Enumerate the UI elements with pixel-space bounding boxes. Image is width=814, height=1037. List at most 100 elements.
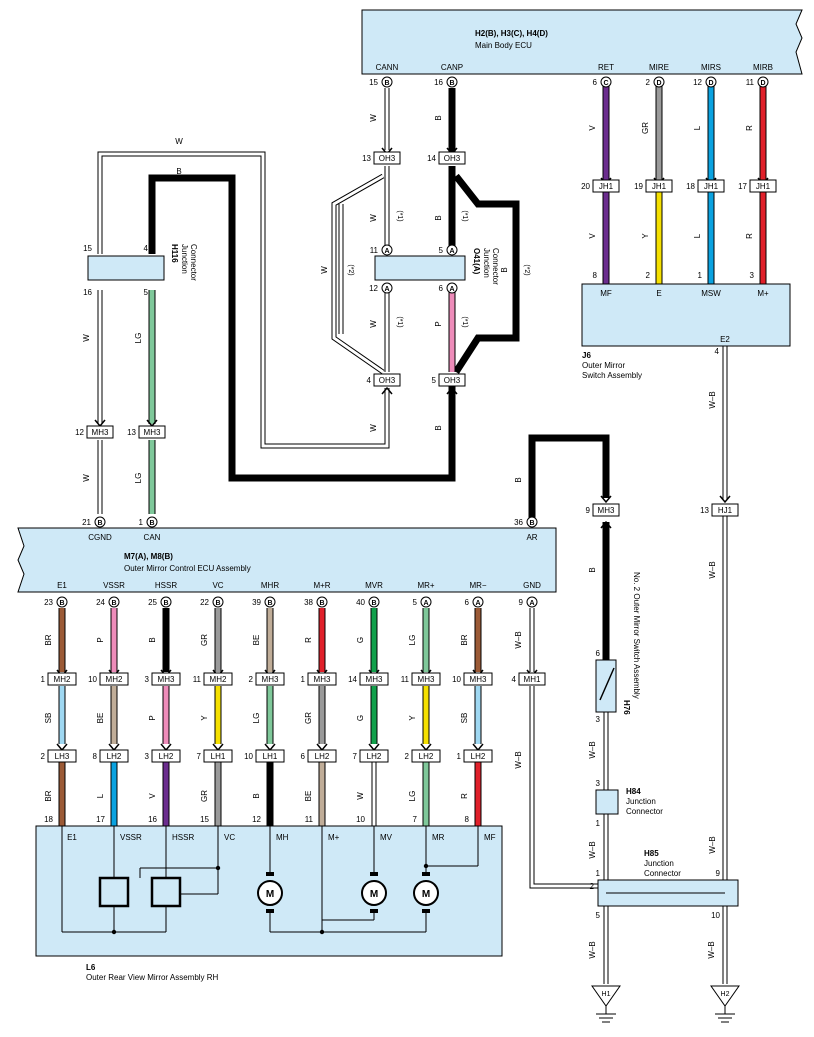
connector-name: MH2 bbox=[210, 675, 227, 684]
wire-color-label: LG bbox=[134, 333, 143, 344]
pin-circle bbox=[146, 516, 158, 528]
chevron bbox=[600, 495, 612, 504]
pin-circle bbox=[526, 596, 538, 608]
wire-color-label: W bbox=[320, 266, 329, 274]
h76-code: H76 bbox=[622, 700, 631, 715]
pin-circle bbox=[600, 76, 612, 88]
connector-name: JH1 bbox=[599, 182, 614, 191]
chevron bbox=[368, 743, 380, 752]
junction-dot bbox=[215, 865, 221, 871]
pin-tag: A bbox=[423, 600, 428, 607]
pin-circle bbox=[56, 596, 68, 608]
connector-pin-number: 3 bbox=[145, 675, 150, 684]
connector-pin-number: 7 bbox=[197, 752, 202, 761]
connector-name: OH3 bbox=[379, 376, 396, 385]
wire-color-label: GR bbox=[200, 634, 209, 646]
connector-box bbox=[373, 151, 401, 165]
wire-color-label: LG bbox=[408, 635, 417, 646]
wire-color-label: W bbox=[82, 334, 91, 342]
wire-color-label: B bbox=[176, 167, 181, 176]
h116-pin: 15 bbox=[83, 244, 92, 253]
wire-color-label: W–B bbox=[708, 391, 717, 408]
wire-color-label: BE bbox=[96, 713, 105, 724]
connector-name: MH3 bbox=[598, 506, 615, 515]
wire-color-label: BE bbox=[304, 791, 313, 802]
wire-color-label: Y bbox=[641, 233, 650, 239]
connector-name: MH3 bbox=[92, 428, 109, 437]
main-ecu-pin-label: CANP bbox=[441, 63, 463, 72]
junction-dot bbox=[423, 863, 429, 869]
pin-circle bbox=[264, 596, 276, 608]
h84-pin: 1 bbox=[596, 819, 601, 828]
pin-tag: A bbox=[449, 248, 454, 255]
pin-number: 12 bbox=[693, 78, 702, 87]
connector-box bbox=[151, 672, 181, 686]
connector-pin-number: 18 bbox=[686, 182, 695, 191]
wire-note: (*2) bbox=[523, 264, 530, 275]
connector-box bbox=[47, 749, 77, 763]
connector-pin-number: 4 bbox=[367, 376, 372, 385]
connector-name: LH1 bbox=[211, 752, 226, 761]
h85-desc: Connector bbox=[644, 869, 681, 878]
motor-icon bbox=[257, 880, 283, 906]
pin-number: 6 bbox=[465, 598, 470, 607]
pin-tag: D bbox=[656, 80, 661, 87]
connector-box bbox=[359, 749, 389, 763]
main-ecu-title: H2(B), H3(C), H4(D) bbox=[475, 29, 548, 38]
chevron bbox=[719, 495, 731, 504]
ground-label: H2 bbox=[721, 991, 730, 998]
h116-code: H116 bbox=[170, 244, 179, 263]
wire-color-label: W–B bbox=[708, 836, 717, 853]
o41-desc: Junction bbox=[482, 248, 491, 278]
switch-code: J6 bbox=[582, 351, 591, 360]
switch-pin-label: MSW bbox=[701, 289, 721, 298]
wire-color-label: R bbox=[745, 233, 754, 239]
pin-number: 40 bbox=[356, 598, 365, 607]
connector-box bbox=[359, 672, 389, 686]
wire-color-label: B bbox=[588, 567, 597, 572]
h116-desc: Junction bbox=[180, 244, 189, 274]
ground-label: H1 bbox=[602, 991, 611, 998]
connector-box bbox=[518, 672, 546, 686]
wire-color-label: BE bbox=[252, 635, 261, 646]
mirror-pin-number: 18 bbox=[44, 815, 53, 824]
connector-box bbox=[203, 749, 233, 763]
mirror-ecu-pin-label: MR+ bbox=[417, 581, 434, 590]
connector-name: LH2 bbox=[419, 752, 434, 761]
junction-dot bbox=[111, 929, 117, 935]
o41-code: O41(A) bbox=[472, 248, 481, 275]
connector-pin-number: 2 bbox=[249, 675, 254, 684]
pin-number: 6 bbox=[439, 284, 444, 293]
h85-pin: 5 bbox=[596, 911, 601, 920]
pin-number: 22 bbox=[200, 598, 209, 607]
pin-circle bbox=[381, 282, 393, 294]
pin-circle bbox=[381, 76, 393, 88]
connector-name: HJ1 bbox=[718, 506, 733, 515]
h85-desc: Junction bbox=[644, 859, 674, 868]
pin-number: 5 bbox=[413, 598, 418, 607]
pin-circle bbox=[472, 596, 484, 608]
pin-number: 6 bbox=[593, 78, 598, 87]
connector-box bbox=[99, 749, 129, 763]
mirror-ecu-pin-label: E1 bbox=[57, 581, 67, 590]
mirror-pin-label: MH bbox=[276, 833, 289, 842]
motor-icon bbox=[361, 880, 387, 906]
connector-pin-number: 13 bbox=[362, 154, 371, 163]
pin-tag: B bbox=[215, 600, 220, 607]
pin-tag: B bbox=[384, 80, 389, 87]
wire-color-label: W–B bbox=[708, 561, 717, 578]
connector-box bbox=[592, 503, 620, 517]
wire-color-label: B bbox=[500, 267, 509, 272]
ground-symbol bbox=[591, 985, 621, 1007]
wire-color-label: W bbox=[175, 137, 183, 146]
pin-tag: C bbox=[603, 80, 608, 87]
connector-name: MH3 bbox=[366, 675, 383, 684]
pin-tag: A bbox=[384, 286, 389, 293]
cann-bypass-wire bbox=[332, 174, 384, 374]
switch-e2-number: 4 bbox=[715, 347, 720, 356]
wire-color-label: GR bbox=[304, 712, 313, 724]
wires-layer bbox=[58, 86, 767, 984]
mirror-pin-label: VSSR bbox=[120, 833, 142, 842]
cann-long-wire bbox=[98, 152, 389, 448]
connector-name: LH2 bbox=[315, 752, 330, 761]
